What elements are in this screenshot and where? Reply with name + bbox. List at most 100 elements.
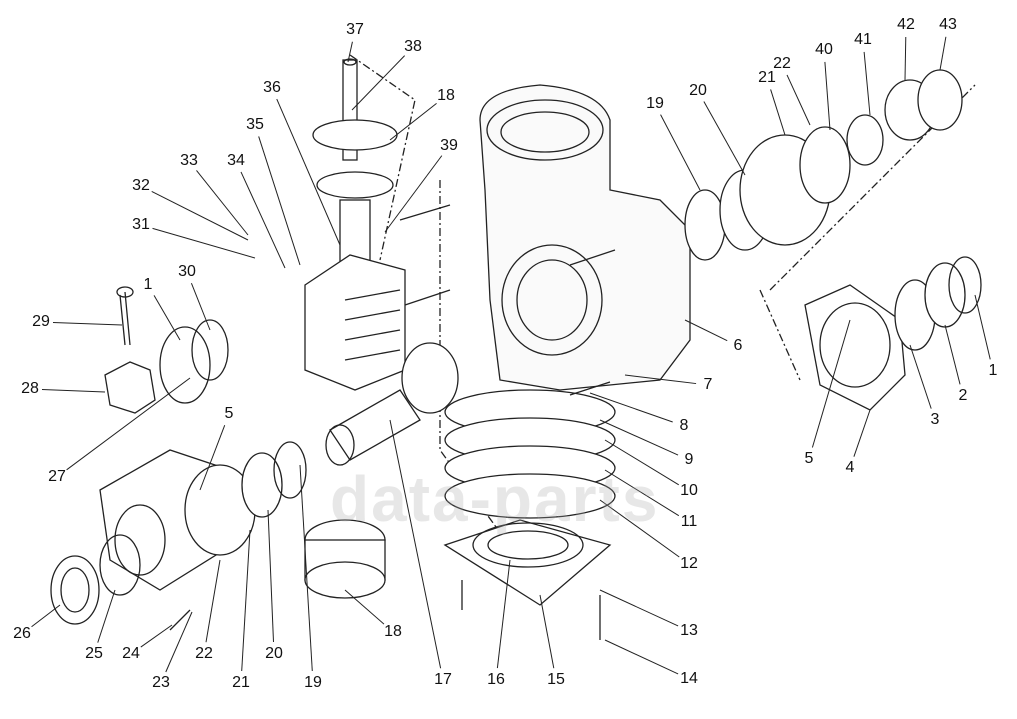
leader-line-29 bbox=[52, 321, 123, 326]
leader-line-8 bbox=[589, 392, 673, 423]
leader-line-42 bbox=[904, 36, 907, 81]
castle-nut bbox=[104, 361, 156, 414]
callout-label-39: 39 bbox=[440, 137, 458, 154]
callout-label-26: 26 bbox=[13, 625, 31, 642]
seal-ring bbox=[50, 555, 100, 625]
leader-line-12 bbox=[599, 499, 680, 558]
callout-label-19: 19 bbox=[646, 95, 664, 112]
callout-label-42: 42 bbox=[897, 16, 915, 33]
leader-line-24 bbox=[140, 624, 173, 648]
callout-label-7: 7 bbox=[703, 376, 713, 393]
callout-label-21: 21 bbox=[758, 69, 776, 86]
callout-label-5: 5 bbox=[804, 450, 814, 467]
leader-line-20 bbox=[703, 101, 746, 176]
leader-line-33 bbox=[196, 170, 249, 236]
callout-label-21: 21 bbox=[232, 674, 250, 691]
callout-label-18: 18 bbox=[437, 87, 455, 104]
leader-line-5 bbox=[199, 425, 226, 491]
leader-line-43 bbox=[939, 36, 947, 71]
leader-line-18 bbox=[389, 103, 437, 141]
callout-label-5: 5 bbox=[224, 405, 234, 422]
leader-line-19 bbox=[299, 464, 313, 672]
callout-label-30: 30 bbox=[178, 263, 196, 280]
leader-line-2 bbox=[944, 324, 961, 385]
callout-label-24: 24 bbox=[122, 645, 140, 662]
leader-line-26 bbox=[31, 604, 61, 628]
leader-line-21 bbox=[770, 89, 786, 136]
leader-line-34 bbox=[240, 171, 286, 269]
leader-line-38 bbox=[351, 55, 406, 111]
left-flange bbox=[99, 441, 307, 591]
shim-stack bbox=[444, 389, 616, 519]
leader-line-11 bbox=[604, 469, 680, 517]
leader-line-41 bbox=[863, 51, 871, 116]
leader-line-36 bbox=[276, 98, 341, 246]
callout-label-22: 22 bbox=[195, 645, 213, 662]
callout-label-22: 22 bbox=[773, 55, 791, 72]
leader-line-22 bbox=[786, 74, 811, 126]
callout-label-20: 20 bbox=[689, 82, 707, 99]
finned-block bbox=[304, 254, 406, 391]
leader-line-1 bbox=[974, 294, 991, 360]
leader-line-4 bbox=[853, 409, 871, 457]
callout-label-16: 16 bbox=[487, 671, 505, 688]
leader-line-30 bbox=[190, 282, 211, 331]
callout-label-27: 27 bbox=[48, 468, 66, 485]
callout-label-35: 35 bbox=[246, 116, 264, 133]
callout-label-4: 4 bbox=[845, 459, 855, 476]
callout-label-32: 32 bbox=[132, 177, 150, 194]
leader-line-17 bbox=[389, 419, 442, 669]
callout-label-34: 34 bbox=[227, 152, 245, 169]
callout-label-29: 29 bbox=[32, 313, 50, 330]
callout-label-20: 20 bbox=[265, 645, 283, 662]
callout-label-2: 2 bbox=[958, 387, 968, 404]
leader-line-3 bbox=[909, 344, 932, 409]
leader-line-37 bbox=[347, 41, 353, 63]
callout-label-41: 41 bbox=[854, 31, 872, 48]
callout-label-25: 25 bbox=[85, 645, 103, 662]
leader-line-25 bbox=[97, 589, 116, 643]
callout-label-18: 18 bbox=[384, 623, 402, 640]
callout-label-15: 15 bbox=[547, 671, 565, 688]
right-cover bbox=[804, 256, 982, 411]
leader-line-35 bbox=[258, 136, 301, 266]
leader-line-10 bbox=[604, 439, 680, 486]
leader-line-22 bbox=[205, 559, 221, 643]
horizontal-shaft bbox=[325, 342, 459, 466]
cotter-pin bbox=[119, 291, 131, 346]
callout-label-33: 33 bbox=[180, 152, 198, 169]
callout-label-23: 23 bbox=[152, 674, 170, 691]
leader-line-27 bbox=[66, 377, 191, 471]
callout-label-17: 17 bbox=[434, 671, 452, 688]
callout-label-11: 11 bbox=[680, 513, 698, 530]
leader-lines bbox=[31, 36, 991, 675]
watermark: data-parts bbox=[330, 463, 660, 535]
callout-label-36: 36 bbox=[263, 79, 281, 96]
leader-line-20 bbox=[267, 509, 274, 643]
callout-label-28: 28 bbox=[21, 380, 39, 397]
callout-label-1: 1 bbox=[143, 276, 153, 293]
callout-label-37: 37 bbox=[346, 21, 364, 38]
callout-label-43: 43 bbox=[939, 16, 957, 33]
vertical-shaft bbox=[312, 58, 398, 281]
leader-line-28 bbox=[41, 388, 106, 393]
bearing-lower bbox=[304, 519, 386, 599]
leader-line-21 bbox=[241, 529, 251, 672]
upper-right-bearings bbox=[684, 69, 963, 261]
leader-line-1 bbox=[153, 295, 181, 341]
callout-label-40: 40 bbox=[815, 41, 833, 58]
leader-line-13 bbox=[599, 589, 679, 627]
callout-label-19: 19 bbox=[304, 674, 322, 691]
leader-line-39 bbox=[384, 155, 443, 233]
callout-label-13: 13 bbox=[680, 622, 698, 639]
callout-label-14: 14 bbox=[680, 670, 698, 687]
leader-line-14 bbox=[604, 639, 679, 675]
callout-label-1: 1 bbox=[988, 362, 998, 379]
callout-label-38: 38 bbox=[404, 38, 422, 55]
leader-line-9 bbox=[599, 419, 679, 456]
callout-label-8: 8 bbox=[679, 417, 689, 434]
leader-line-15 bbox=[539, 594, 555, 669]
callout-label-12: 12 bbox=[680, 555, 698, 572]
